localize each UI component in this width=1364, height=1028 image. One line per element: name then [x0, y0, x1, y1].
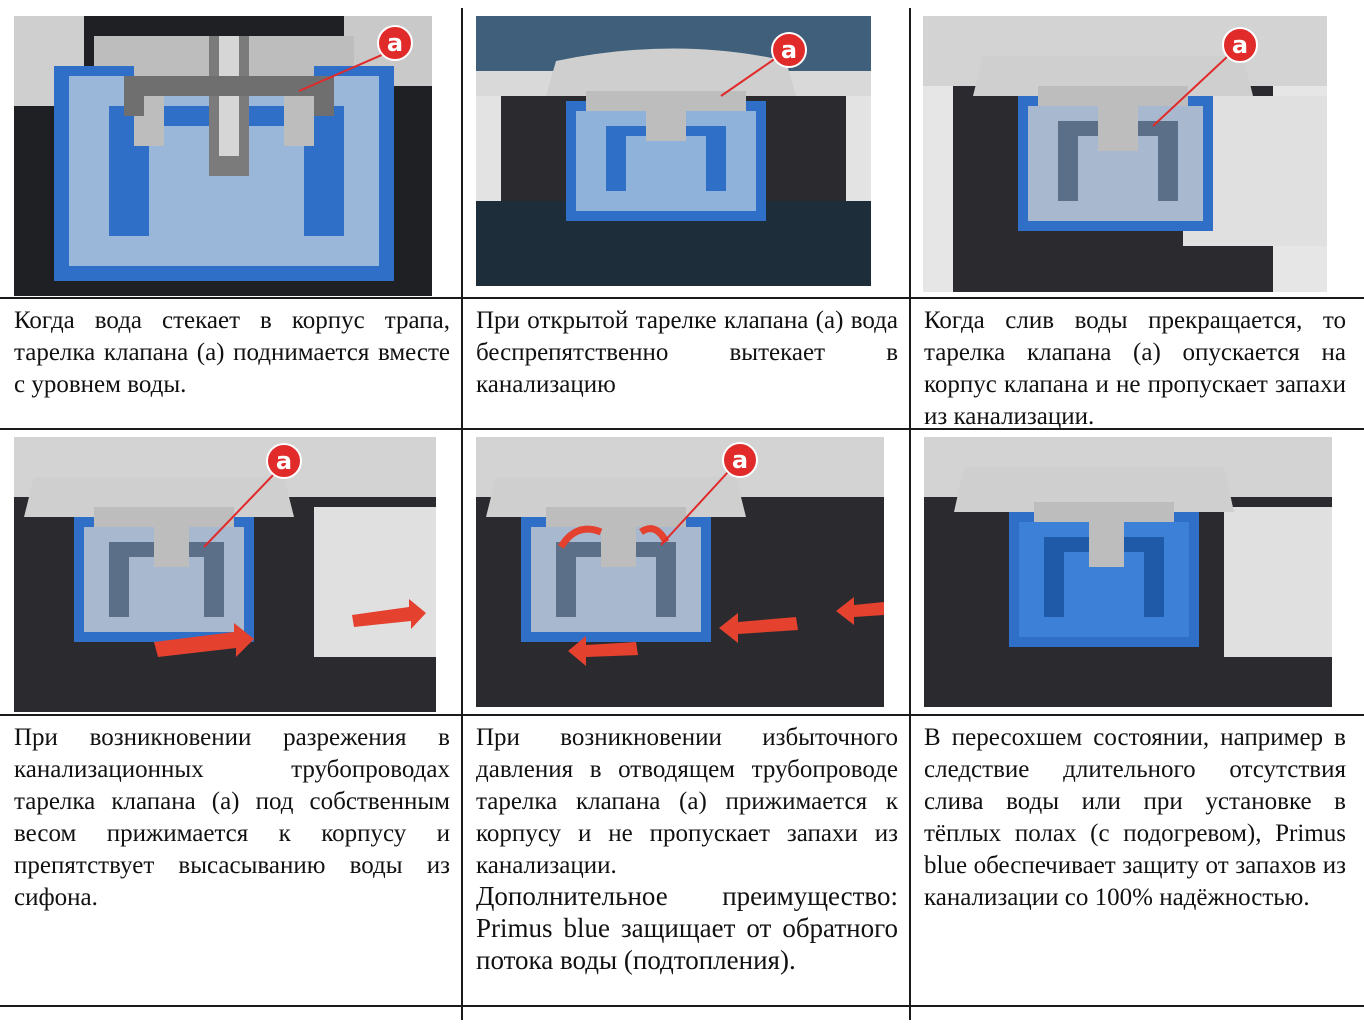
grid-line-h2: [0, 428, 1364, 430]
caption-valve-vacuum: При возникновении разрежения в канализац…: [14, 724, 450, 911]
caption-valve-dry: В пересохшем состоянии, например в следс…: [924, 724, 1346, 911]
caption-valve-rising: Когда вода стекает в корпус трапа, тарел…: [14, 307, 450, 398]
callout-a-3: a: [1232, 31, 1248, 59]
illustration-valve-closed: a: [923, 16, 1327, 292]
grid-line-v2: [909, 8, 911, 1020]
callout-a-4: a: [276, 447, 292, 475]
caption-valve-overpressure: При возникновении избыточного давления в…: [476, 724, 898, 879]
illustration-valve-dry: [924, 437, 1332, 707]
callout-a-2: a: [781, 36, 797, 64]
illustration-valve-overpressure: a: [476, 437, 884, 707]
grid-line-h4: [0, 1005, 1364, 1007]
callout-a-1: a: [387, 29, 403, 57]
illustration-valve-rising: a: [14, 16, 432, 296]
grid-line-h3: [0, 714, 1364, 716]
illustration-valve-vacuum: a: [14, 437, 436, 712]
caption-valve-overpressure-extra: Дополнительное преимущество: Primus blue…: [476, 881, 898, 975]
caption-valve-closed: Когда слив воды прекращается, то тарелка…: [924, 307, 1346, 430]
callout-a-5: a: [732, 446, 748, 474]
grid-line-v1: [461, 8, 463, 1020]
caption-valve-open-flow: При открытой тарелке клапана (а) вода бе…: [476, 307, 898, 398]
grid-line-h1: [0, 297, 1364, 299]
illustration-valve-open-flow: a: [476, 16, 871, 286]
